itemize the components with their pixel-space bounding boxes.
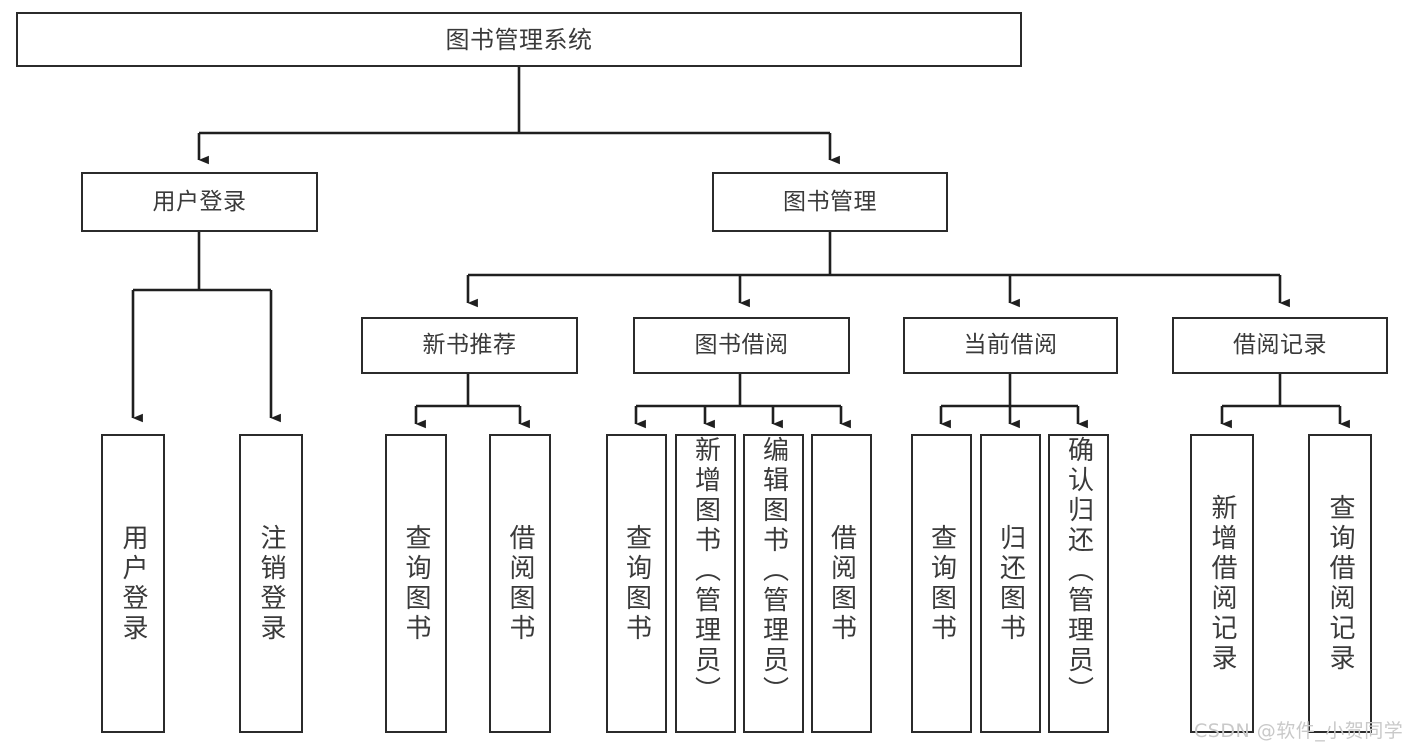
node-label: 图书管理系统 (445, 25, 593, 54)
node-leaf-confirm-return[interactable]: 确认归还（管理员） (1048, 434, 1109, 733)
node-leaf-return-book[interactable]: 归还图书 (980, 434, 1041, 733)
node-current-borrow[interactable]: 当前借阅 (903, 317, 1118, 374)
node-label: 图书管理 (783, 188, 877, 215)
node-label: 新增借阅记录 (1207, 493, 1237, 674)
node-leaf-query-borrow-record[interactable]: 查询借阅记录 (1308, 434, 1372, 733)
node-new-book-recommend[interactable]: 新书推荐 (361, 317, 578, 374)
node-leaf-query-book-borrow[interactable]: 查询图书 (606, 434, 667, 733)
node-label: 确认归还（管理员） (1063, 436, 1094, 706)
node-label: 编辑图书（管理员） (758, 436, 789, 706)
node-label: 用户登录 (152, 188, 247, 215)
node-leaf-edit-book[interactable]: 编辑图书（管理员） (743, 434, 804, 733)
node-label: 新增图书（管理员） (690, 436, 721, 706)
node-root-system[interactable]: 图书管理系统 (16, 12, 1022, 67)
node-label: 借阅图书 (505, 523, 535, 644)
node-label: 注销登录 (256, 523, 286, 644)
node-label: 图书借阅 (694, 332, 789, 358)
node-label: 借阅记录 (1233, 332, 1327, 358)
node-leaf-add-book[interactable]: 新增图书（管理员） (675, 434, 736, 733)
node-label: 查询图书 (926, 523, 957, 644)
node-book-management[interactable]: 图书管理 (712, 172, 948, 232)
node-label: 借阅图书 (826, 523, 857, 644)
node-leaf-query-book-current[interactable]: 查询图书 (911, 434, 972, 733)
node-label: 用户登录 (118, 523, 148, 644)
node-user-login[interactable]: 用户登录 (81, 172, 318, 232)
csdn-watermark: CSDN @软件_小贺同学 (1194, 720, 1404, 742)
node-leaf-logout-login[interactable]: 注销登录 (239, 434, 303, 733)
node-label: 归还图书 (995, 523, 1026, 644)
node-borrow-record[interactable]: 借阅记录 (1172, 317, 1388, 374)
node-leaf-borrow-book-borrow[interactable]: 借阅图书 (811, 434, 872, 733)
node-leaf-query-book-recommend[interactable]: 查询图书 (385, 434, 447, 733)
node-label: 当前借阅 (963, 332, 1058, 358)
node-leaf-user-login[interactable]: 用户登录 (101, 434, 165, 733)
node-leaf-borrow-book-recommend[interactable]: 借阅图书 (489, 434, 551, 733)
node-book-borrow[interactable]: 图书借阅 (633, 317, 850, 374)
node-label: 查询图书 (401, 523, 431, 644)
node-label: 查询图书 (621, 523, 652, 644)
node-label: 查询借阅记录 (1325, 493, 1355, 674)
node-label: 新书推荐 (422, 332, 517, 358)
node-leaf-add-borrow-record[interactable]: 新增借阅记录 (1190, 434, 1254, 733)
